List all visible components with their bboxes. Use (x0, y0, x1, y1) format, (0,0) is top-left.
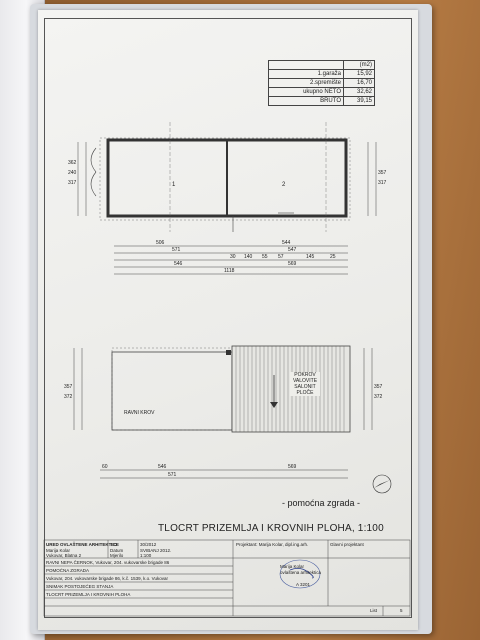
tb-investor: RAVNI NEPA ČERNOK, Vukovar, 204. vukovar… (46, 560, 170, 565)
dim-label: 25 (330, 254, 336, 260)
door-swing (90, 171, 97, 197)
dim-label: 546 (158, 464, 167, 470)
tb-stamp-num: A 3201 (296, 582, 311, 587)
tb-label-date: Datum (110, 548, 124, 553)
chimney-mark (226, 350, 231, 355)
tb-building: POMOĆNA ZGRADA (46, 568, 90, 573)
dim-label: 506 (156, 240, 165, 246)
plan-roof-outline (99, 137, 351, 221)
tb-architect-name: Marija Kolar (46, 548, 71, 553)
dim-label: 362 (68, 160, 77, 166)
drawing-title: TLOCRT PRIZEMLJA I KROVNIH PLOHA, 1:100 (158, 523, 384, 534)
title-block-grid (43, 539, 411, 617)
dim-label: 546 (174, 261, 183, 267)
slope-arrowhead (270, 402, 278, 408)
dim-label: 57 (278, 254, 284, 260)
drawing-subtitle: - pomoćna zgrada - (282, 498, 361, 508)
floor-plan-drawing (43, 122, 411, 617)
door-swing (90, 147, 97, 173)
dim-label: 544 (282, 240, 291, 246)
tb-label-sheet: List (370, 608, 378, 613)
dim-label: 372 (64, 394, 73, 400)
tb-stamp-name: Marija Kolar (280, 564, 305, 569)
dim-label: 1118 (224, 268, 235, 274)
dim-label: 372 (374, 394, 383, 400)
dim-label: 60 (102, 464, 108, 470)
tb-scale: 1:100 (140, 553, 152, 558)
dim-label: 317 (378, 180, 387, 186)
dim-label: 30 (230, 254, 236, 260)
tb-designer: Projektant: Marija Kolar, dipl.ing.arh. (236, 542, 309, 547)
tb-label-scale: Mjerilo (110, 553, 124, 558)
room-number: 2 (282, 182, 286, 188)
dim-label: 357 (64, 384, 73, 390)
signature (289, 568, 314, 579)
dim-label: 571 (168, 472, 177, 478)
tb-address: Vukovar, Blatna 2 (46, 553, 82, 558)
dim-label: 317 (68, 180, 77, 186)
tb-location: Vukovar, 204. vukovarske brigade 86, k.č… (46, 576, 168, 581)
dim-label: 357 (374, 384, 383, 390)
room-number: 1 (172, 182, 176, 188)
stamp-seal (279, 559, 321, 589)
dim-label: 569 (288, 464, 297, 470)
north-arrow-needle (374, 480, 390, 488)
dim-label: 240 (68, 170, 77, 176)
dim-label: 547 (288, 247, 297, 253)
roof-hatching (235, 346, 345, 432)
flat-roof (111, 351, 233, 431)
tb-tp: 30/2012 (140, 542, 157, 547)
sheet-frame (44, 18, 412, 618)
dim-label: 145 (306, 254, 315, 260)
tb-label-tp: T.D. (110, 542, 119, 547)
dim-label: 571 (172, 247, 181, 253)
area-value: 39,15 (343, 96, 375, 106)
roof-label-corrugated: POKROV VALOVITE SALONIT PLOČE (290, 372, 320, 396)
dim-label: 569 (288, 261, 297, 267)
tb-stamp-role: ovlaštena arhitektica (280, 570, 322, 575)
tb-project-type: SNIMAK POSTOJEĆEG STANJA (46, 584, 114, 589)
tb-office: URED OVLAŠTENE ARHITEKTICE (46, 542, 119, 547)
tb-drawing: TLOCRT PRIZEMLJA I KROVNIH PLOHA (46, 592, 131, 597)
dim-label: 55 (262, 254, 268, 260)
dim-label: 357 (378, 170, 387, 176)
roof-label-flat: RAVNI KROV (124, 410, 155, 416)
tb-label-proj: Glavni projektant (330, 542, 364, 547)
dim-label: 140 (244, 254, 253, 260)
tb-date: SVIBANJ 2012. (140, 548, 172, 553)
north-arrow-icon (372, 474, 392, 494)
tb-sheet: 5 (400, 608, 403, 613)
title-block: URED OVLAŠTENE ARHITEKTICE Marija Kolar … (44, 540, 410, 616)
